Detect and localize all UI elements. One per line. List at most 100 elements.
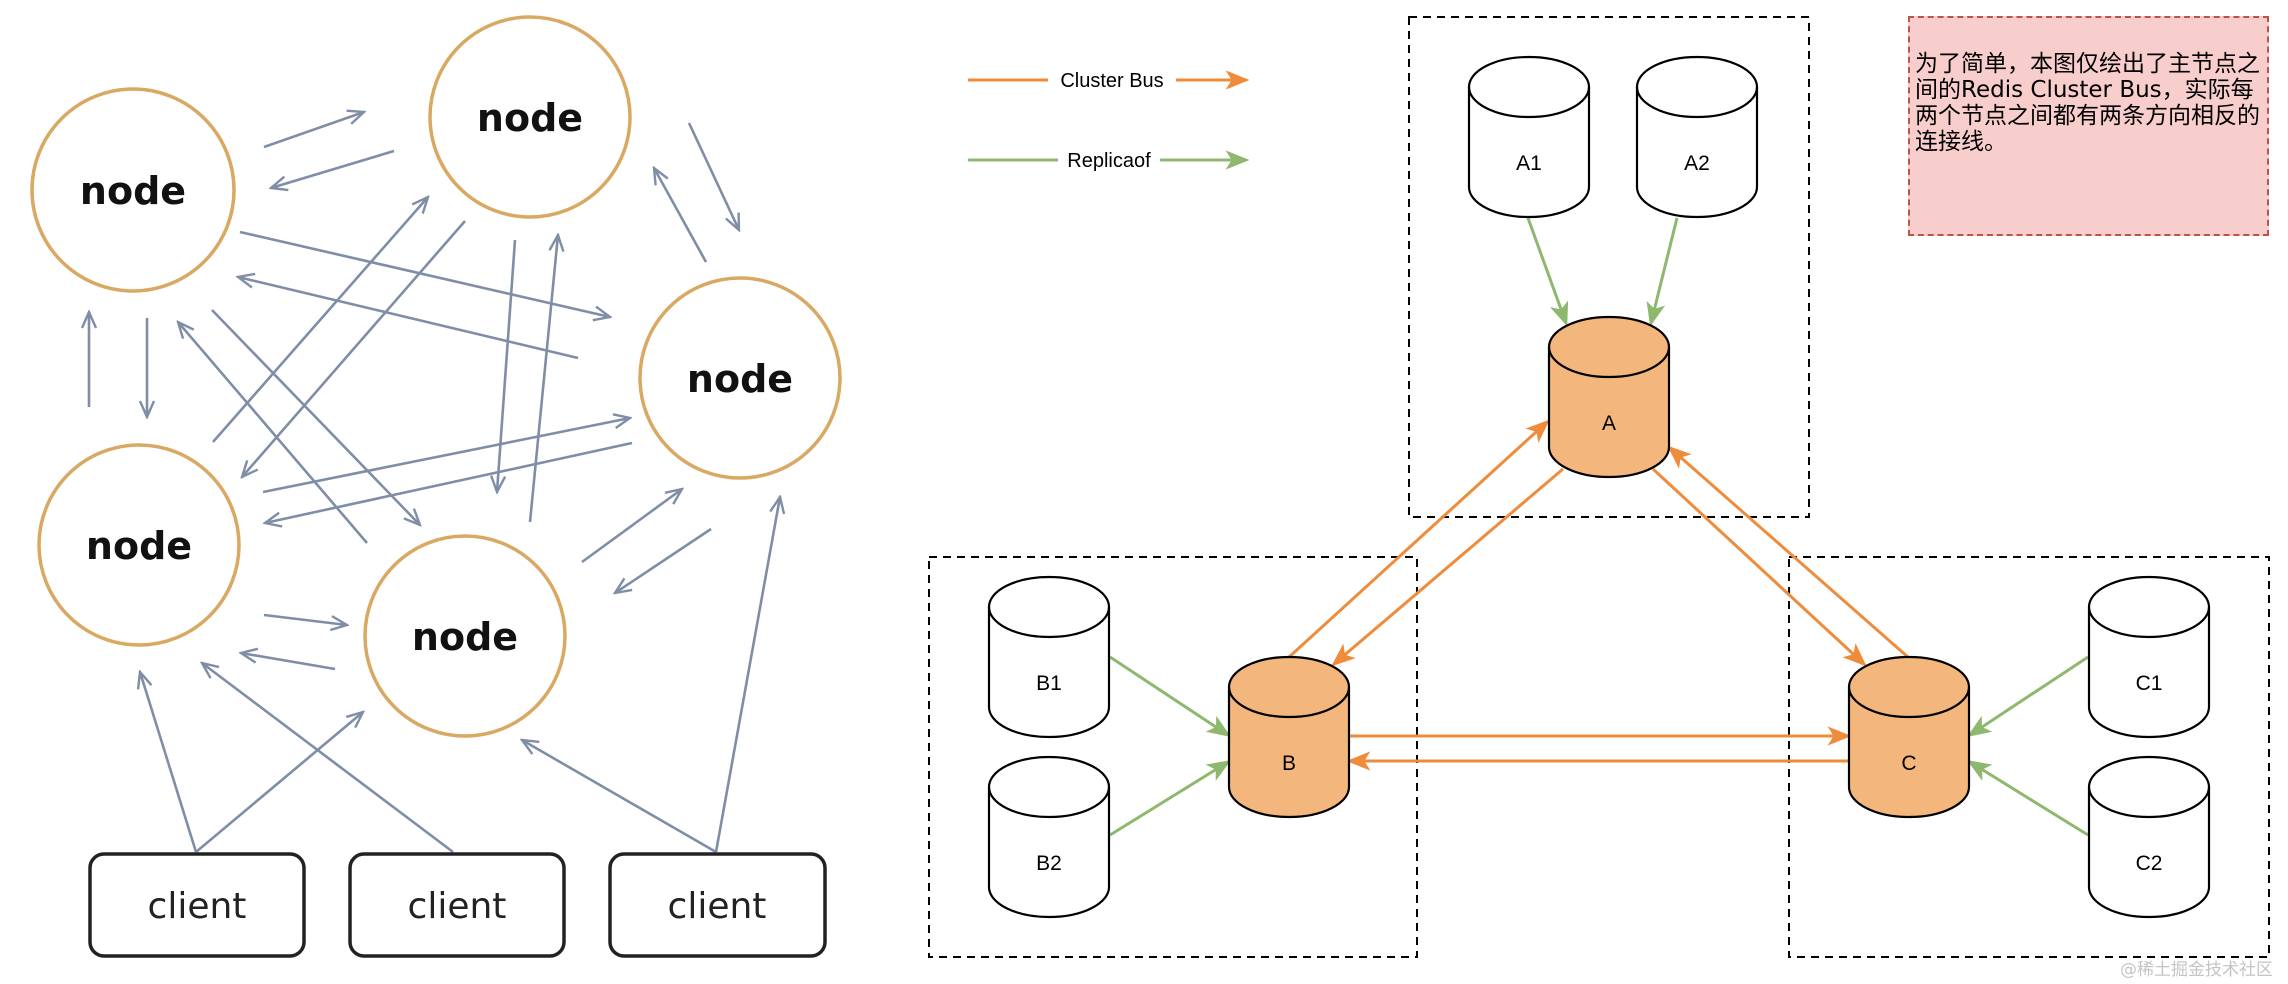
cylinder-label-C1: C1 — [2136, 672, 2163, 695]
mesh-node: node — [638, 276, 842, 480]
cylinder-body-A1 — [1467, 55, 1591, 219]
node-circle-4 — [37, 443, 241, 647]
mesh-node: node — [428, 15, 632, 219]
mesh-edge-n3-n5 — [615, 527, 712, 593]
cylinder-label-A2: A2 — [1684, 152, 1710, 175]
cylinder-top-B — [1227, 686, 1351, 719]
cylinder-label-B: B — [1282, 752, 1296, 775]
cluster-bus-link-A-C — [1651, 467, 1867, 667]
legend-replicaof: Replicaof — [968, 150, 1250, 172]
node-label-4: node — [86, 524, 192, 568]
master-node-B: B — [1227, 655, 1351, 819]
replicaof-links — [1109, 217, 2089, 837]
cylinder-body-C1 — [2087, 575, 2211, 739]
cylinder-top-B2 — [987, 786, 1111, 819]
watermark: @稀土掘金技术社区 — [2120, 960, 2273, 980]
mesh-edge-n3-n1 — [238, 277, 579, 360]
group-box-B — [928, 556, 1418, 958]
replica-node-C1: C1 — [2087, 575, 2211, 739]
replica-node-B1: B1 — [987, 575, 1111, 739]
mesh-edge-c1-n4 — [140, 672, 198, 853]
client-rect-1 — [88, 852, 306, 958]
node-label-3: node — [687, 357, 793, 401]
mesh-edge-c2-n4 — [202, 663, 454, 854]
legend-replicaof-label: Replicaof — [1067, 150, 1151, 172]
cluster-bus-links — [1286, 419, 1910, 771]
mesh-edge-n5-n3 — [581, 489, 682, 564]
cylinder-body-C2 — [2087, 755, 2211, 919]
replicaof-link-C2-C — [1966, 760, 2089, 837]
client-label-1: client — [148, 886, 247, 927]
mesh-edge-n5-n4 — [241, 653, 336, 671]
mesh-edge-n3-n4 — [265, 441, 633, 523]
mesh-edges — [89, 112, 780, 854]
client-rect-2 — [348, 852, 566, 958]
cylinder-top-C1 — [2087, 606, 2211, 639]
cylinder-top-A1 — [1467, 86, 1591, 119]
mesh-edge-n5-n1 — [178, 322, 368, 544]
cylinder-label-B2: B2 — [1036, 852, 1062, 875]
cylinder-body-B1 — [987, 575, 1111, 739]
cylinder-body-B — [1227, 655, 1351, 819]
node-circle-2 — [428, 15, 632, 219]
mesh-edge-n1-n2 — [263, 112, 364, 149]
mesh-node: node — [37, 443, 241, 647]
cylinder-body-A2 — [1635, 55, 1759, 219]
replica-node-A2: A2 — [1635, 55, 1759, 219]
cylinder-top-C2 — [2087, 786, 2211, 819]
note-box: 为了简单，本图仅绘出了主节点之间的Redis Cluster Bus，实际每两个… — [1908, 16, 2269, 236]
mesh-edge-n2-n1 — [271, 149, 395, 188]
replicaof-link-B1-B — [1109, 655, 1232, 737]
replicaof-link-C1-C — [1966, 655, 2089, 737]
cluster-bus-link-C-A — [1667, 445, 1910, 660]
mesh-edge-n4-n2 — [212, 197, 428, 443]
mesh-edge-n2-n5 — [497, 239, 517, 492]
client-rect-3 — [608, 852, 827, 958]
replica-node-A1: A1 — [1467, 55, 1591, 219]
cluster-bus-link-A-B — [1331, 467, 1564, 667]
cylinder-label-C: C — [1901, 752, 1916, 775]
node-circle-3 — [638, 276, 842, 480]
mesh-edge-n2-n3 — [687, 122, 739, 230]
mesh-edge-c1-n5 — [195, 712, 363, 853]
mesh-edge-n3-n2 — [654, 168, 708, 263]
group-box-A — [1408, 16, 1810, 518]
node-label-5: node — [412, 615, 518, 659]
mesh-diagram: node node node node node client client — [30, 15, 842, 958]
cluster-bus-link-B-A — [1286, 419, 1550, 660]
legend-cluster-bus-label: Cluster Bus — [1060, 70, 1163, 92]
cylinder-label-A: A — [1602, 412, 1616, 435]
legend-cluster-bus: Cluster Bus — [968, 70, 1250, 92]
mesh-edge-n4-n5 — [263, 613, 347, 625]
mesh-edge-c3-n3 — [714, 497, 780, 853]
client-box: client — [348, 852, 566, 958]
mesh-edge-n4-n3 — [262, 418, 630, 494]
replica-node-B2: B2 — [987, 755, 1111, 919]
cylinder-label-C2: C2 — [2136, 852, 2163, 875]
replicaof-link-A2-A — [1646, 217, 1679, 327]
mesh-edge-c3-n5 — [522, 740, 717, 854]
cylinder-body-A — [1547, 315, 1671, 479]
cylinder-top-A — [1547, 346, 1671, 379]
mesh-edge-n5-n2 — [528, 235, 558, 523]
mesh-node: node — [30, 87, 236, 293]
replica-node-C2: C2 — [2087, 755, 2211, 919]
master-node-C: C — [1847, 655, 1971, 819]
client-box: client — [608, 852, 827, 958]
client-box: client — [88, 852, 306, 958]
cylinder-label-A1: A1 — [1516, 152, 1542, 175]
cylinder-body-B2 — [987, 755, 1111, 919]
cylinder-top-A2 — [1635, 86, 1759, 119]
mesh-edge-n2-n4 — [242, 220, 466, 477]
node-circle-1 — [30, 87, 236, 293]
group-box-C — [1788, 556, 2270, 958]
replicaof-link-A1-A — [1526, 217, 1569, 327]
mesh-node: node — [363, 534, 567, 738]
node-label-2: node — [477, 96, 583, 140]
cylinder-top-B1 — [987, 606, 1111, 639]
mesh-edge-n1-n3 — [239, 230, 610, 317]
master-node-A: A — [1547, 315, 1671, 479]
client-label-3: client — [668, 886, 767, 927]
